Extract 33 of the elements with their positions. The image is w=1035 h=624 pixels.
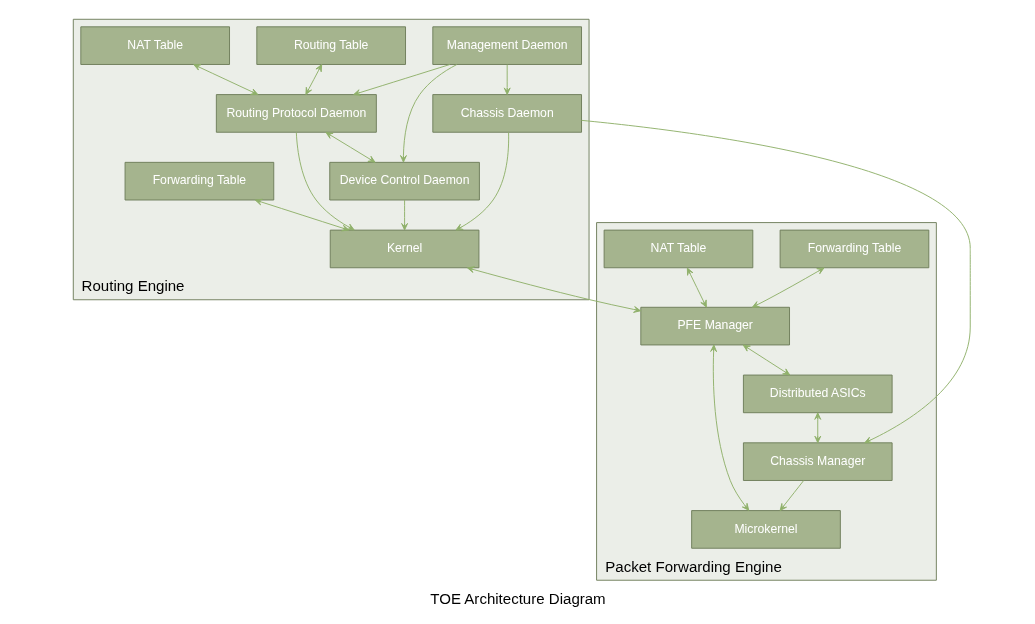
node-box: Kernel: [329, 229, 479, 269]
arrow: [813, 412, 821, 444]
arrow: [295, 132, 355, 231]
caption: TOE Architecture Diagram: [429, 589, 606, 607]
arrow: [580, 119, 971, 444]
arrow: [324, 131, 375, 163]
node-box: Microkernel: [690, 510, 841, 549]
arrow: [352, 64, 450, 96]
arrow: [751, 267, 824, 308]
arrow: [686, 267, 707, 308]
arrow: [466, 266, 641, 313]
arrow: [503, 64, 511, 95]
node-box: Management Daemon: [431, 26, 582, 65]
arrow: [742, 344, 790, 376]
arrow: [455, 132, 509, 231]
arrow: [779, 480, 804, 511]
node-box: NAT Table: [79, 26, 230, 65]
arrow: [192, 64, 258, 95]
arrow: [254, 198, 349, 232]
node-box: Chassis Manager: [742, 442, 893, 481]
node-box: Device Control Daemon: [328, 161, 480, 201]
node-box: NAT Table: [603, 229, 753, 269]
arrow: [399, 64, 457, 163]
node-box: Distributed ASICs: [742, 374, 893, 414]
arrow: [709, 344, 749, 511]
node-box: Forwarding Table: [779, 229, 929, 269]
node-box: Chassis Daemon: [431, 94, 582, 133]
node-box: Routing Table: [255, 26, 406, 65]
node-box: PFE Manager: [639, 306, 790, 346]
arrow: [304, 64, 322, 95]
node-box: Forwarding Table: [124, 161, 274, 201]
node-box: Routing Protocol Daemon: [215, 94, 377, 133]
arrow: [400, 199, 408, 231]
